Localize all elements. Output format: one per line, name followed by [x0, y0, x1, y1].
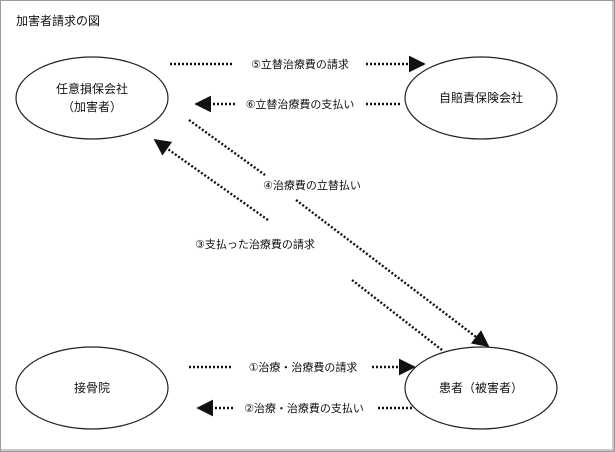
node-patient-label: 患者（被害者） [439, 380, 523, 395]
edge-5-label: ⑤立替治療費の請求 [251, 57, 349, 71]
edge-4: ④治療費の立替払い [188, 119, 490, 348]
node-patient: 患者（被害者） [404, 346, 558, 430]
node-insurer-sublabel: （加害者） [62, 99, 122, 114]
node-jibaiseki-label: 自賠責保険会社 [439, 90, 523, 105]
edge-3-label: ③支払った治療費の請求 [195, 237, 315, 251]
node-clinic-label: 接骨院 [74, 380, 110, 395]
node-jibaiseki: 自賠責保険会社 [404, 56, 558, 140]
edge-5: ⑤立替治療費の請求 [170, 55, 426, 73]
edge-1-label: ①治療・治療費の請求 [249, 360, 358, 374]
edge-2-label: ②治療・治療費の支払い [244, 401, 364, 415]
edge-1: ①治療・治療費の請求 [189, 358, 416, 376]
diagram-title: 加害者請求の図 [16, 14, 101, 28]
edge-3: ③支払った治療費の請求 [153, 139, 443, 351]
edge-6-label: ⑥立替治療費の支払い [246, 97, 355, 111]
edge-4-label: ④治療費の立替払い [263, 178, 361, 192]
node-insurer-label: 任意損保会社 [56, 81, 128, 96]
edge-6: ⑥立替治療費の支払い [194, 95, 400, 113]
node-clinic: 接骨院 [15, 346, 169, 430]
edge-2: ②治療・治療費の支払い [196, 399, 412, 417]
node-insurer: 任意損保会社 （加害者） [15, 56, 169, 140]
